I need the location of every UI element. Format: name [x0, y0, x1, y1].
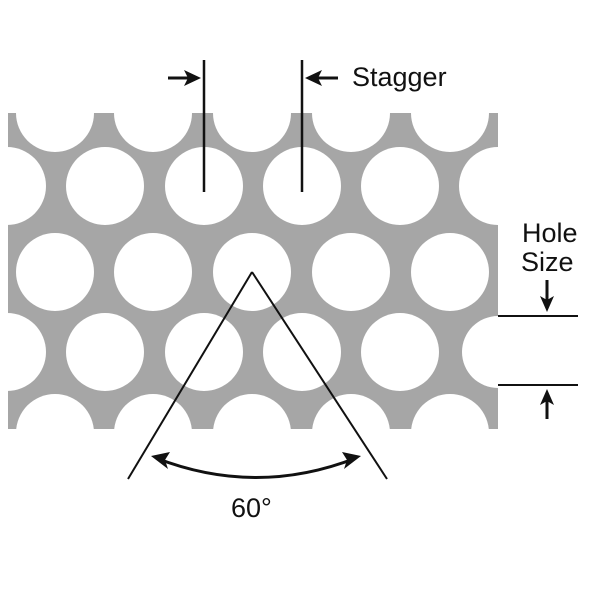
angle-line-left: [127, 271, 253, 480]
stagger-label: Stagger: [352, 62, 447, 92]
angle-arc-arrow-left: [151, 452, 170, 469]
angle-label: 60°: [231, 493, 272, 523]
stagger-arrow-right: [305, 70, 338, 86]
angle-arc: [155, 456, 357, 479]
angle-arc-arrow-right: [342, 452, 361, 469]
hole-size-arrow-down: [540, 280, 554, 312]
stagger-arrow-left: [168, 70, 201, 86]
hole-label-line2: Size: [521, 247, 574, 277]
angle-line-right: [251, 271, 388, 480]
hole-label-line1: Hole: [522, 218, 578, 248]
hole-size-arrow-up: [540, 389, 554, 419]
perforated-plate: [8, 113, 498, 429]
